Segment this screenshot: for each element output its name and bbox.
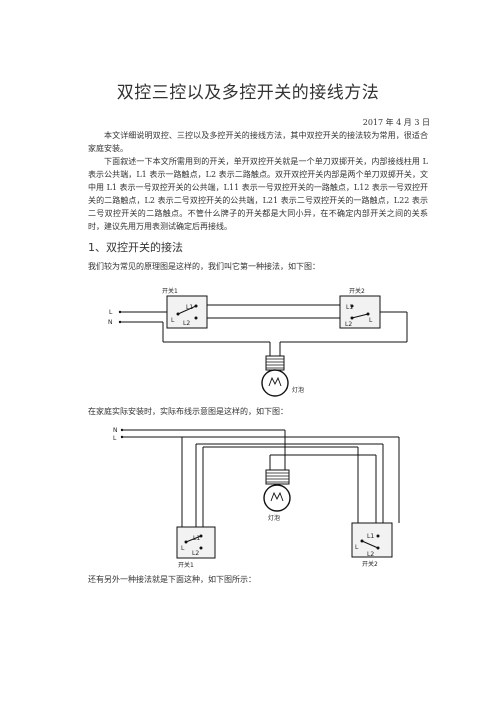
diagram1-switch2-label: 开关2 (349, 287, 365, 295)
diagram1-switch2-box (339, 295, 381, 329)
diagram1-s2-t1: L1 (346, 304, 353, 311)
diagram1-s1-common: L (171, 317, 175, 324)
section-heading-double-control: 1、双控开关的接法 (88, 241, 183, 254)
diagram2-switch1-label: 开关1 (178, 561, 194, 569)
diagram2-s2-t1: L1 (367, 533, 374, 540)
intro-paragraph: 本文详细说明双控、三控以及多控开关的接线方法，其中双控开关的接法较为常用，很适合… (88, 131, 428, 153)
diagram2-neutral-label: N (113, 427, 118, 434)
diagram2-live-label: L (113, 435, 117, 442)
diagram2-s2-t2: L2 (367, 551, 374, 558)
diagram2-lamp-icon (263, 469, 291, 512)
diagram2-switch2-box (351, 522, 393, 558)
diagram2-s1-common: L (181, 545, 185, 552)
document-date: 2017 年 4 月 3 日 (362, 118, 430, 127)
diagram2-s1-t1: L1 (193, 535, 200, 542)
diagram1-s2-t2: L2 (345, 321, 352, 328)
diagram1-lamp-label: 灯泡 (292, 386, 304, 394)
diagram1-caption: 我们较为常见的原理图是这样的，我们叫它第一种接法，如下图： (88, 262, 320, 271)
diagram1-lamp-icon (261, 355, 289, 397)
diagram1-switch1-label: 开关1 (162, 287, 178, 295)
document-title: 双控三控以及多控开关的接线方法 (116, 83, 380, 103)
diagram1-s2-common: L (369, 317, 373, 324)
diagram3-caption: 还有另外一种接法就是下面这种，如下图所示： (88, 575, 256, 584)
diagram2-caption: 在家庭实际安装时，实际布线示意图是这样的，如下图： (88, 407, 288, 416)
diagram2-switch2-label: 开关2 (362, 560, 378, 568)
diagram1-s1-t2: L2 (183, 320, 190, 327)
diagram2-switch1-box (176, 526, 216, 559)
diagram2-lamp-label: 灯泡 (268, 514, 280, 522)
switch-description-paragraph: 下面叙述一下本文所需用到的开关，单开双控开关就是一个单刀双掷开关，内部接线柱用 … (88, 157, 428, 231)
diagram2-s1-t2: L2 (192, 550, 199, 557)
diagram1-live-label: L (109, 309, 113, 316)
diagram1-s1-t1: L1 (186, 304, 193, 311)
diagram2-s2-common: L (355, 544, 359, 551)
diagram1-neutral-label: N (108, 319, 113, 326)
